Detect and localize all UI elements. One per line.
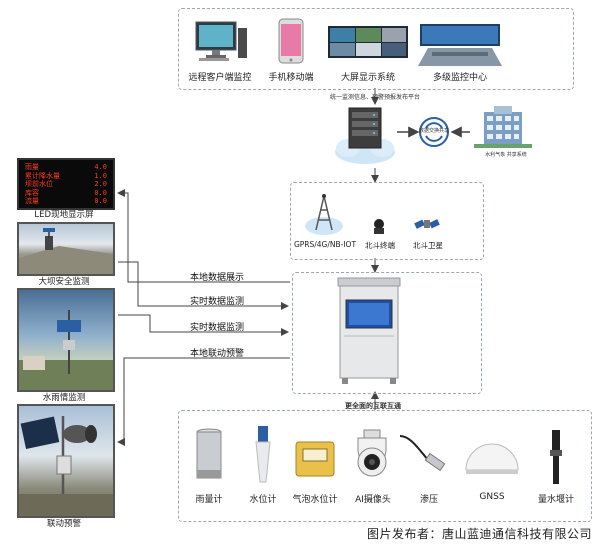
- terminals-box: [178, 8, 574, 90]
- terminal-label: 手机移动端: [268, 73, 314, 83]
- platform-caption: 统一监测信息、预警预报发布平台: [329, 94, 420, 101]
- weather-label: 水利气象 共享系统: [485, 152, 527, 158]
- panel-label: 联动预警: [46, 519, 81, 529]
- flow-line-2: [118, 261, 289, 310]
- publisher-footer: 图片发布者：唐山蓝迪通信科技有限公司: [366, 527, 592, 541]
- sensor-label: 量水堰计: [537, 495, 574, 505]
- bubble-level-gauge-icon: [294, 440, 336, 478]
- flow-line-3: [118, 314, 289, 336]
- flow-label: 本地联动预警: [190, 349, 245, 359]
- phone-icon: [278, 18, 304, 64]
- panel-label: 大坝安全监测: [38, 277, 90, 287]
- flow-label: 实时数据监测: [190, 323, 245, 333]
- flow-label: 本地数据展示: [190, 273, 245, 283]
- flow-line-1: [117, 189, 290, 283]
- sensor-label: 气泡水位计: [292, 495, 338, 505]
- control-center-icon: [418, 22, 502, 66]
- terminal-label: 远程客户端监控: [188, 73, 252, 83]
- weir-gauge-icon: [546, 428, 566, 486]
- control-cabinet-icon: [334, 276, 404, 388]
- sensor-label: 雨量计: [195, 495, 223, 505]
- flow-line-4: [117, 357, 290, 446]
- monitor-icon: [194, 20, 248, 62]
- linkage-warning-photo: [17, 404, 115, 518]
- terminal-label: 多级监控中心: [432, 73, 487, 83]
- terminal-label: 大屏显示系统: [340, 73, 395, 83]
- network-label: GPRS/4G/NB-IOT: [293, 240, 357, 249]
- dam-monitoring-photo: [17, 222, 115, 276]
- rain-gauge-icon: [194, 428, 224, 482]
- beidou-satellite-icon: [414, 212, 440, 236]
- server-cloud-icon: [334, 104, 396, 166]
- panel-label: 水雨情监测: [42, 393, 86, 403]
- weather-building-icon: [474, 104, 532, 148]
- gnss-antenna-icon: [462, 432, 522, 476]
- ai-camera-icon: [352, 428, 392, 480]
- video-wall-icon: [328, 24, 408, 66]
- sync-label: 数据交换共享: [418, 128, 449, 134]
- sensor-label: 渗压: [419, 495, 438, 505]
- sensor-label: GNSS: [479, 492, 505, 502]
- beidou-terminal-label: 北斗终端: [365, 241, 395, 250]
- sensor-label: AI摄像头: [355, 495, 391, 505]
- beidou-terminal-icon: [372, 218, 386, 236]
- flow-label: 实时数据监测: [190, 297, 245, 307]
- beidou-satellite-label: 北斗卫星: [413, 241, 443, 250]
- comm-box: [290, 182, 484, 260]
- sync-icon: [418, 116, 450, 148]
- cabinet-box: [292, 272, 482, 394]
- sensors-box: [178, 410, 592, 522]
- seepage-sensor-icon: [398, 432, 448, 478]
- network-tower-icon: [304, 192, 344, 236]
- water-level-gauge-icon: [252, 424, 274, 484]
- panel-label: LED现地显示屏: [34, 210, 94, 220]
- rain-monitoring-photo: [17, 288, 115, 392]
- interconnect-caption: 更全面的互联互通: [345, 402, 401, 410]
- sensor-label: 水位计: [249, 495, 277, 505]
